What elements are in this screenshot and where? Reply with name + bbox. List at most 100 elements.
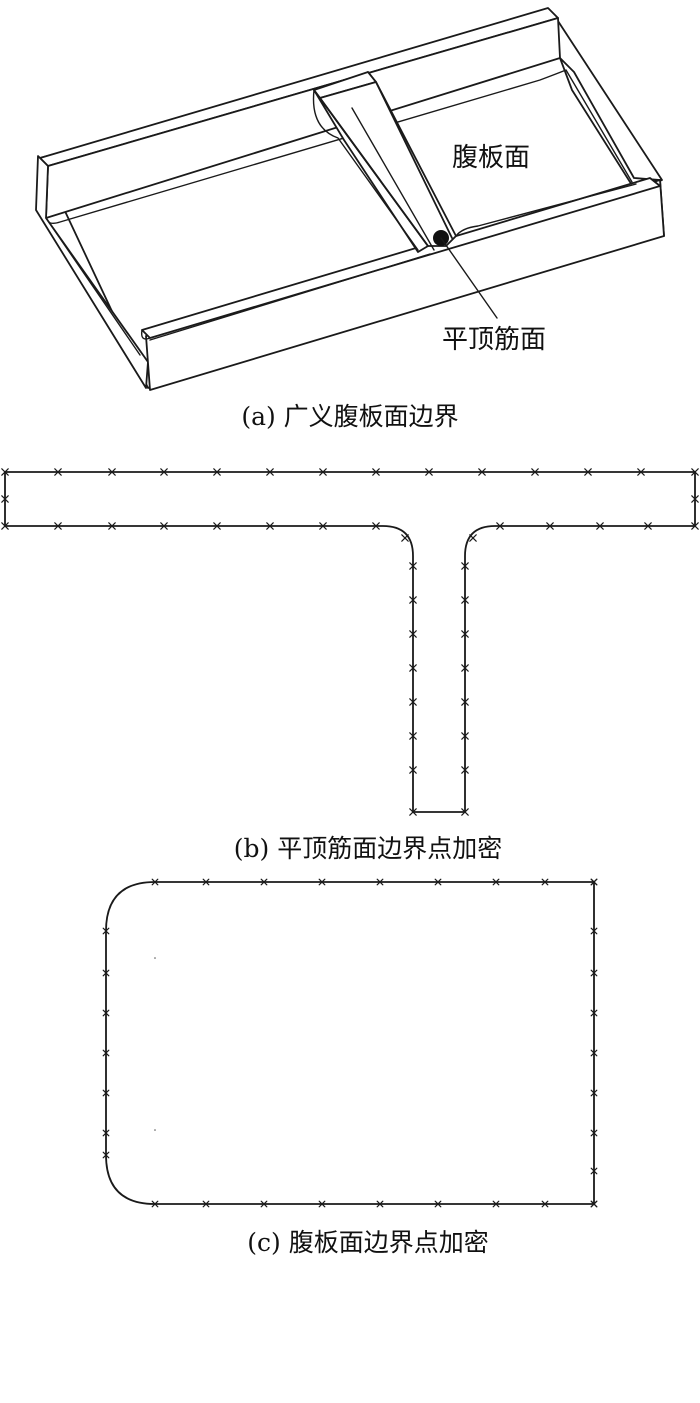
boundary-point-mark — [213, 468, 221, 476]
boundary-point-mark — [102, 969, 110, 977]
boundary-point-mark — [590, 1089, 598, 1097]
boundary-point-mark — [590, 969, 598, 977]
boundary-point-mark — [108, 468, 116, 476]
boundary-point-mark — [151, 878, 159, 886]
boundary-point-mark — [644, 522, 652, 530]
boundary-point-mark — [461, 732, 469, 740]
boundary-point-mark — [54, 522, 62, 530]
boundary-point-mark — [496, 522, 504, 530]
caption-panel-c: (c) 腹板面边界点加密 — [247, 1228, 488, 1257]
boundary-point-mark — [691, 495, 699, 503]
rib-base-left-fillet — [312, 89, 419, 251]
boundary-point-mark — [409, 766, 417, 774]
boundary-point-mark — [401, 534, 409, 542]
boundary-point-mark — [590, 878, 598, 886]
boundary-point-mark — [266, 522, 274, 530]
boundary-point-mark — [584, 468, 592, 476]
boundary-point-mark — [637, 468, 645, 476]
flat-rib-boundary-points — [1, 468, 699, 816]
boundary-point-mark — [108, 522, 116, 530]
boundary-point-mark — [461, 766, 469, 774]
web-face-boundary-points — [102, 878, 598, 1208]
boundary-point-mark — [202, 1200, 210, 1208]
boundary-point-mark — [434, 1200, 442, 1208]
near-wall-top — [141, 177, 661, 339]
boundary-point-mark — [160, 522, 168, 530]
boundary-point-mark — [372, 522, 380, 530]
label-flat-rib-face: 平顶筋面 — [442, 325, 546, 355]
boundary-point-mark — [691, 468, 699, 476]
boundary-point-mark — [531, 468, 539, 476]
near-wall-inner-line-right — [455, 183, 637, 237]
panel-a-3d-part: 腹板面 平顶筋面 (a) 广义腹板面边界 — [35, 7, 665, 431]
boundary-point-mark — [102, 1151, 110, 1159]
boundary-point-mark — [1, 468, 9, 476]
boundary-point-mark — [461, 596, 469, 604]
boundary-point-mark — [409, 630, 417, 638]
boundary-point-mark — [318, 1200, 326, 1208]
boundary-point-mark — [461, 808, 469, 816]
boundary-point-mark — [376, 878, 384, 886]
boundary-point-mark — [318, 878, 326, 886]
boundary-point-mark — [102, 927, 110, 935]
left-end-inner-line — [45, 217, 141, 356]
rib-ridge-left — [319, 97, 429, 247]
label-web-face: 腹板面 — [452, 143, 530, 173]
boundary-point-mark — [319, 468, 327, 476]
boundary-point-mark — [409, 698, 417, 706]
panel-c-web-face-boundary: (c) 腹板面边界点加密 — [102, 878, 598, 1257]
boundary-point-mark — [434, 878, 442, 886]
boundary-point-mark — [461, 698, 469, 706]
near-wall-inner-base — [140, 329, 151, 340]
caption-panel-b: (b) 平顶筋面边界点加密 — [234, 834, 502, 863]
boundary-point-mark — [541, 1200, 549, 1208]
boundary-point-mark — [102, 1049, 110, 1057]
boundary-point-mark — [590, 1200, 598, 1208]
right-end-inner-line — [565, 69, 633, 183]
boundary-point-mark — [266, 468, 274, 476]
boundary-point-mark — [469, 534, 477, 542]
boundary-point-mark — [461, 562, 469, 570]
boundary-point-mark — [590, 1009, 598, 1017]
interior-speck — [154, 957, 156, 959]
boundary-point-mark — [596, 522, 604, 530]
boundary-point-mark — [461, 630, 469, 638]
boundary-point-mark — [590, 1129, 598, 1137]
boundary-point-mark — [546, 522, 554, 530]
boundary-point-mark — [319, 522, 327, 530]
boundary-point-mark — [102, 1089, 110, 1097]
boundary-point-mark — [160, 468, 168, 476]
boundary-point-mark — [409, 808, 417, 816]
boundary-point-mark — [372, 468, 380, 476]
boundary-point-mark — [260, 1200, 268, 1208]
web-face-boundary-outline — [105, 881, 595, 1205]
boundary-point-mark — [151, 1200, 159, 1208]
interior-speck — [154, 1129, 156, 1131]
flat-rib-leader-line — [440, 237, 498, 319]
boundary-point-mark — [478, 468, 486, 476]
boundary-point-mark — [409, 596, 417, 604]
boundary-point-mark — [1, 495, 9, 503]
boundary-point-mark — [1, 522, 9, 530]
boundary-point-mark — [102, 1129, 110, 1137]
boundary-point-mark — [541, 878, 549, 886]
boundary-point-mark — [260, 878, 268, 886]
rib-base-right-line — [351, 107, 435, 251]
boundary-point-mark — [461, 664, 469, 672]
boundary-point-mark — [590, 1049, 598, 1057]
boundary-point-mark — [213, 522, 221, 530]
near-wall-inner-line — [149, 253, 431, 341]
boundary-point-mark — [409, 664, 417, 672]
boundary-point-mark — [590, 1167, 598, 1175]
rib-ridge-right — [375, 81, 453, 239]
boundary-point-mark — [202, 878, 210, 886]
boundary-point-mark — [409, 562, 417, 570]
boundary-point-mark — [590, 927, 598, 935]
caption-panel-a: (a) 广义腹板面边界 — [241, 402, 458, 431]
rib-left-face — [313, 89, 429, 253]
boundary-point-mark — [102, 1009, 110, 1017]
panel-b-flat-rib-boundary: (b) 平顶筋面边界点加密 — [1, 468, 699, 863]
boundary-point-mark — [425, 468, 433, 476]
boundary-point-mark — [376, 1200, 384, 1208]
